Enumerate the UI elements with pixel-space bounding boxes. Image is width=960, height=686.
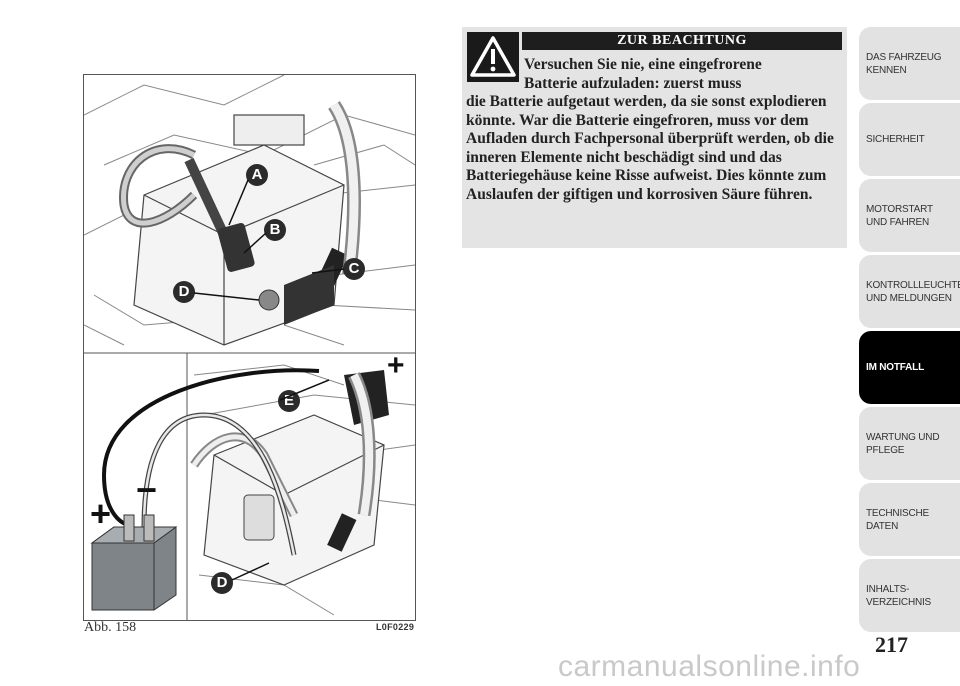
tab-label: INHALTS-VERZEICHNIS [866,583,932,608]
figure-code: L0F0229 [376,622,415,632]
warning-text: Versuchen Sie nie, eine eingefrorene Bat… [466,56,842,204]
tab-technische-daten[interactable]: TECHNISCHE DATEN [859,483,960,556]
label-a: A [246,164,268,186]
battery-illustration: + − + A B C D E D [83,74,416,621]
label-c: C [343,258,365,280]
battery-jump-start-drawing [84,75,415,620]
tab-label: WARTUNG UND PFLEGE [866,431,940,456]
tab-label: DAS FAHRZEUG KENNEN [866,51,942,76]
tab-inhaltsverzeichnis[interactable]: INHALTS-VERZEICHNIS [859,559,960,632]
plus-sign-vehicle: + [387,349,405,382]
tab-label: MOTORSTART UND FAHREN [866,203,933,228]
tab-label: SICHERHEIT [866,134,925,145]
label-d-bottom: D [211,572,233,594]
minus-sign-donor: − [136,469,158,510]
tab-wartung-und-pflege[interactable]: WARTUNG UND PFLEGE [859,407,960,480]
label-b: B [264,219,286,241]
tab-label: TECHNISCHE DATEN [866,507,930,532]
tab-kontrollleuchten-und-meldungen[interactable]: KONTROLLLEUCHTEN UND MELDUNGEN [859,255,960,328]
page-number: 217 [875,632,908,657]
tab-im-notfall[interactable]: IM NOTFALL [859,331,960,404]
tab-label: KONTROLLLEUCHTEN UND MELDUNGEN [866,279,960,304]
warning-body: die Batterie aufgetaut werden, da sie so… [466,93,834,203]
label-d-top: D [173,281,195,303]
warning-line-2: Batterie aufzuladen: zuerst muss [524,74,742,92]
tab-sicherheit[interactable]: SICHERHEIT [859,103,960,176]
tab-das-fahrzeug-kennen[interactable]: DAS FAHRZEUG KENNEN [859,27,960,100]
warning-box: ZUR BEACHTUNG Versuchen Sie nie, eine ei… [462,27,847,248]
warning-line-1: Versuchen Sie nie, eine eingefrorene [524,56,762,73]
tab-label: IM NOTFALL [866,362,924,373]
warning-triangle-icon [467,32,519,82]
plus-sign-donor: + [90,493,112,534]
figure-caption: Abb. 158 [84,620,137,635]
tab-motorstart-und-fahren[interactable]: MOTORSTART UND FAHREN [859,179,960,252]
label-e: E [278,390,300,412]
watermark: carmanualsonline.info [558,650,861,683]
warning-title: ZUR BEACHTUNG [522,32,842,50]
